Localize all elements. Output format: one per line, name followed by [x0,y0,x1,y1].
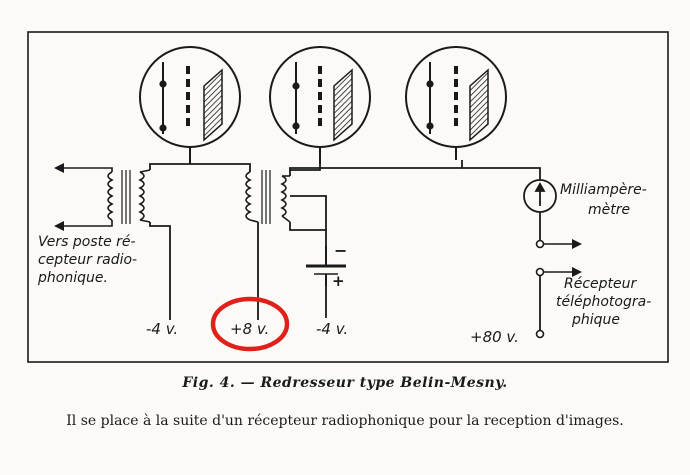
battery-minus-label: − [334,241,347,260]
vacuum-tube-2 [269,46,371,164]
milliammeter-icon [523,179,557,213]
transformer-2 [245,170,291,224]
vacuum-tube-3 [405,46,507,160]
battery [306,246,346,286]
highlight-circle [210,296,290,352]
left-output-label: Vers poste ré- cepteur radio- phonique. [37,234,142,286]
milliammeter-label: Milliampère- mètre [560,182,651,218]
battery-plus-label: + [332,272,345,290]
voltage-label-right: +80 v. [470,328,519,346]
circuit-diagram: − + Vers poste ré- cepteur radio- phoniq… [27,31,669,363]
output-terminals-right [535,239,574,339]
right-output-label: Récepteur téléphotogra- phique [556,276,656,328]
vacuum-tube-1 [139,46,241,164]
output-arrows-left [54,163,64,231]
voltage-label-mid: +8 v. [230,320,269,338]
figure-caption: Fig. 4. — Redresseur type Belin-Mesny. [182,375,508,391]
circuit-wiring [149,160,541,330]
diagram-frame [27,31,669,363]
figure-description: Il se place à la suite d'un récepteur ra… [66,413,624,429]
output-arrows-right [572,239,582,277]
voltage-label-battery: -4 v. [316,320,348,338]
voltage-label-left: -4 v. [146,320,178,338]
transformer-1 [60,167,151,227]
